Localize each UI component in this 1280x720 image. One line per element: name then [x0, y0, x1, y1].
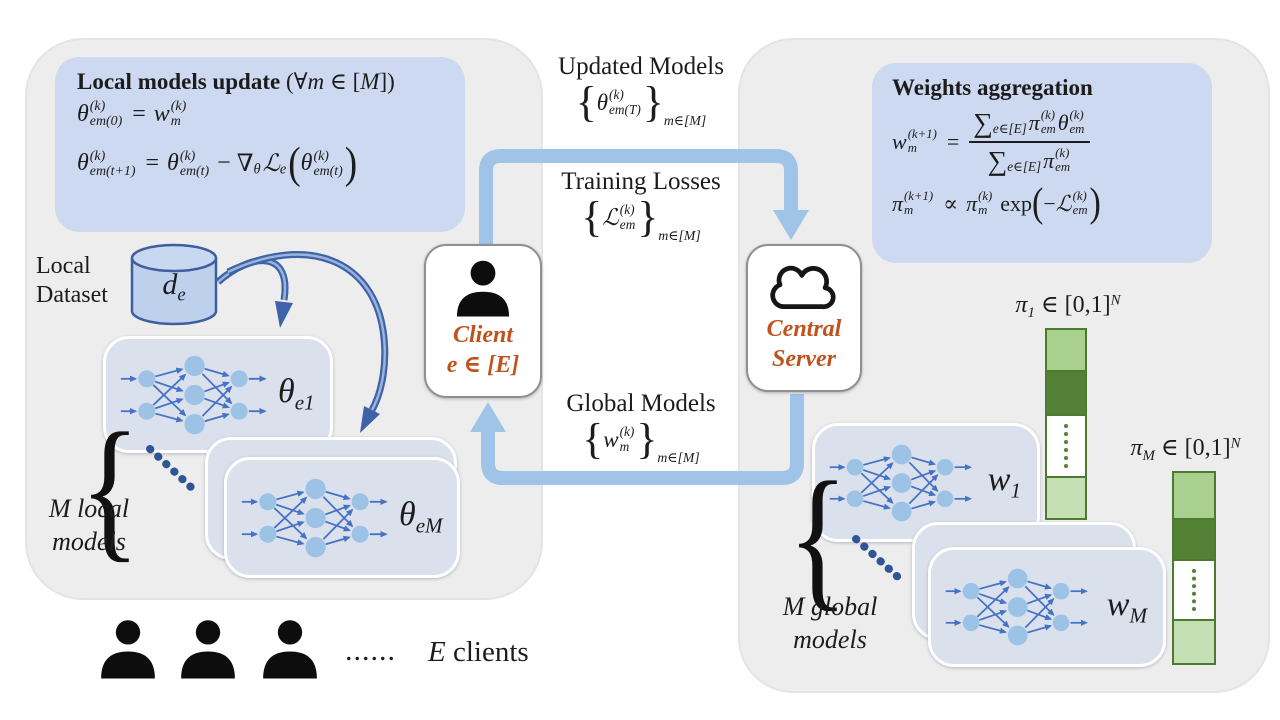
piM-vector	[1172, 471, 1216, 665]
database-cylinder-icon: de	[128, 242, 220, 328]
client-node: Client e ∈ [E]	[424, 244, 542, 398]
training-losses-block: Training Losses { ℒ(k)em } m∈[M]	[541, 168, 741, 243]
neural-network-icon	[120, 355, 267, 434]
client-index-label: e ∈ [E]	[446, 352, 520, 378]
wM-label: wM	[1106, 585, 1147, 628]
neural-network-icon	[241, 478, 388, 557]
pi1-vector	[1045, 328, 1087, 520]
person-icon	[101, 620, 155, 679]
pi-vector-segment	[1174, 518, 1214, 559]
pi-vector-segment	[1174, 619, 1214, 663]
server-label-line1: Central	[766, 316, 842, 342]
training-losses-label: Training Losses	[561, 168, 721, 195]
ellipsis-dots: ......	[345, 634, 396, 667]
local-model-card-M: θeM	[224, 457, 460, 578]
piM-label: πM ∈ [0,1]N	[1130, 435, 1241, 465]
theta-eM-label: θeM	[399, 496, 443, 538]
client-label: Client	[452, 322, 513, 348]
central-server-node: Central Server	[746, 244, 862, 392]
pi-vector-segment	[1047, 330, 1085, 370]
curly-brace: {	[79, 401, 141, 576]
global-model-card-M: wM	[928, 547, 1166, 667]
pi-vector-segment	[1174, 473, 1214, 518]
aggregation-fraction: ∑e∈[E] π(k)em θ(k)em ∑e∈[E] π(k)em	[969, 107, 1091, 177]
global-models-label: Global Models	[566, 390, 716, 417]
m-global-models-caption: M global models	[782, 592, 878, 654]
neural-network-icon	[829, 444, 972, 521]
local-update-box: Local models update (∀m ∈ [M]) θ(k)em(0)…	[55, 57, 465, 232]
person-icon	[456, 260, 510, 317]
updated-models-label: Updated Models	[558, 53, 724, 80]
pi-vector-segment	[1047, 414, 1085, 476]
dataset-symbol: de	[162, 268, 186, 306]
theta-e1-label: θe1	[278, 373, 315, 415]
weights-aggregation-title: Weights aggregation	[892, 75, 1093, 100]
person-icon	[181, 620, 235, 679]
pi1-label: π1 ∈ [0,1]N	[1015, 292, 1121, 322]
person-icon	[263, 620, 317, 679]
aggregation-equation: w(k+1)m = ∑e∈[E] π(k)em θ(k)em ∑e∈[E] π(…	[892, 107, 1196, 177]
pi-vector-segment	[1174, 559, 1214, 619]
m-local-models-caption: M local models	[48, 494, 130, 556]
global-models-block: Global Models { w(k)m } m∈[M]	[541, 390, 741, 465]
server-label-line2: Server	[772, 346, 836, 372]
w1-label: w1	[987, 461, 1021, 503]
updated-models-block: Updated Models { θ(k)em(T) } m∈[M]	[541, 53, 741, 128]
vertical-dots	[1192, 569, 1196, 611]
weights-aggregation-box: Weights aggregation w(k+1)m = ∑e∈[E] π(k…	[872, 63, 1212, 263]
global-models-set: { w(k)m } m∈[M]	[582, 415, 700, 465]
pi-vector-segment	[1047, 476, 1085, 518]
local-update-title: Local models update (∀m ∈ [M])	[77, 69, 395, 94]
init-equation: θ(k)em(0) = w(k)m	[77, 99, 187, 130]
updated-models-set: { θ(k)em(T) } m∈[M]	[575, 78, 707, 128]
e-clients-label: E clients	[428, 636, 529, 668]
neural-network-icon	[945, 568, 1088, 646]
training-losses-set: { ℒ(k)em } m∈[M]	[581, 193, 701, 243]
cloud-icon	[770, 265, 836, 310]
local-dataset-label: Local Dataset	[36, 253, 108, 308]
pi-update-equation: π(k+1)m ∝ π(k)m exp ( − ℒ(k)em )	[892, 181, 1101, 226]
pi-vector-segment	[1047, 370, 1085, 414]
vertical-dots	[1064, 424, 1068, 468]
